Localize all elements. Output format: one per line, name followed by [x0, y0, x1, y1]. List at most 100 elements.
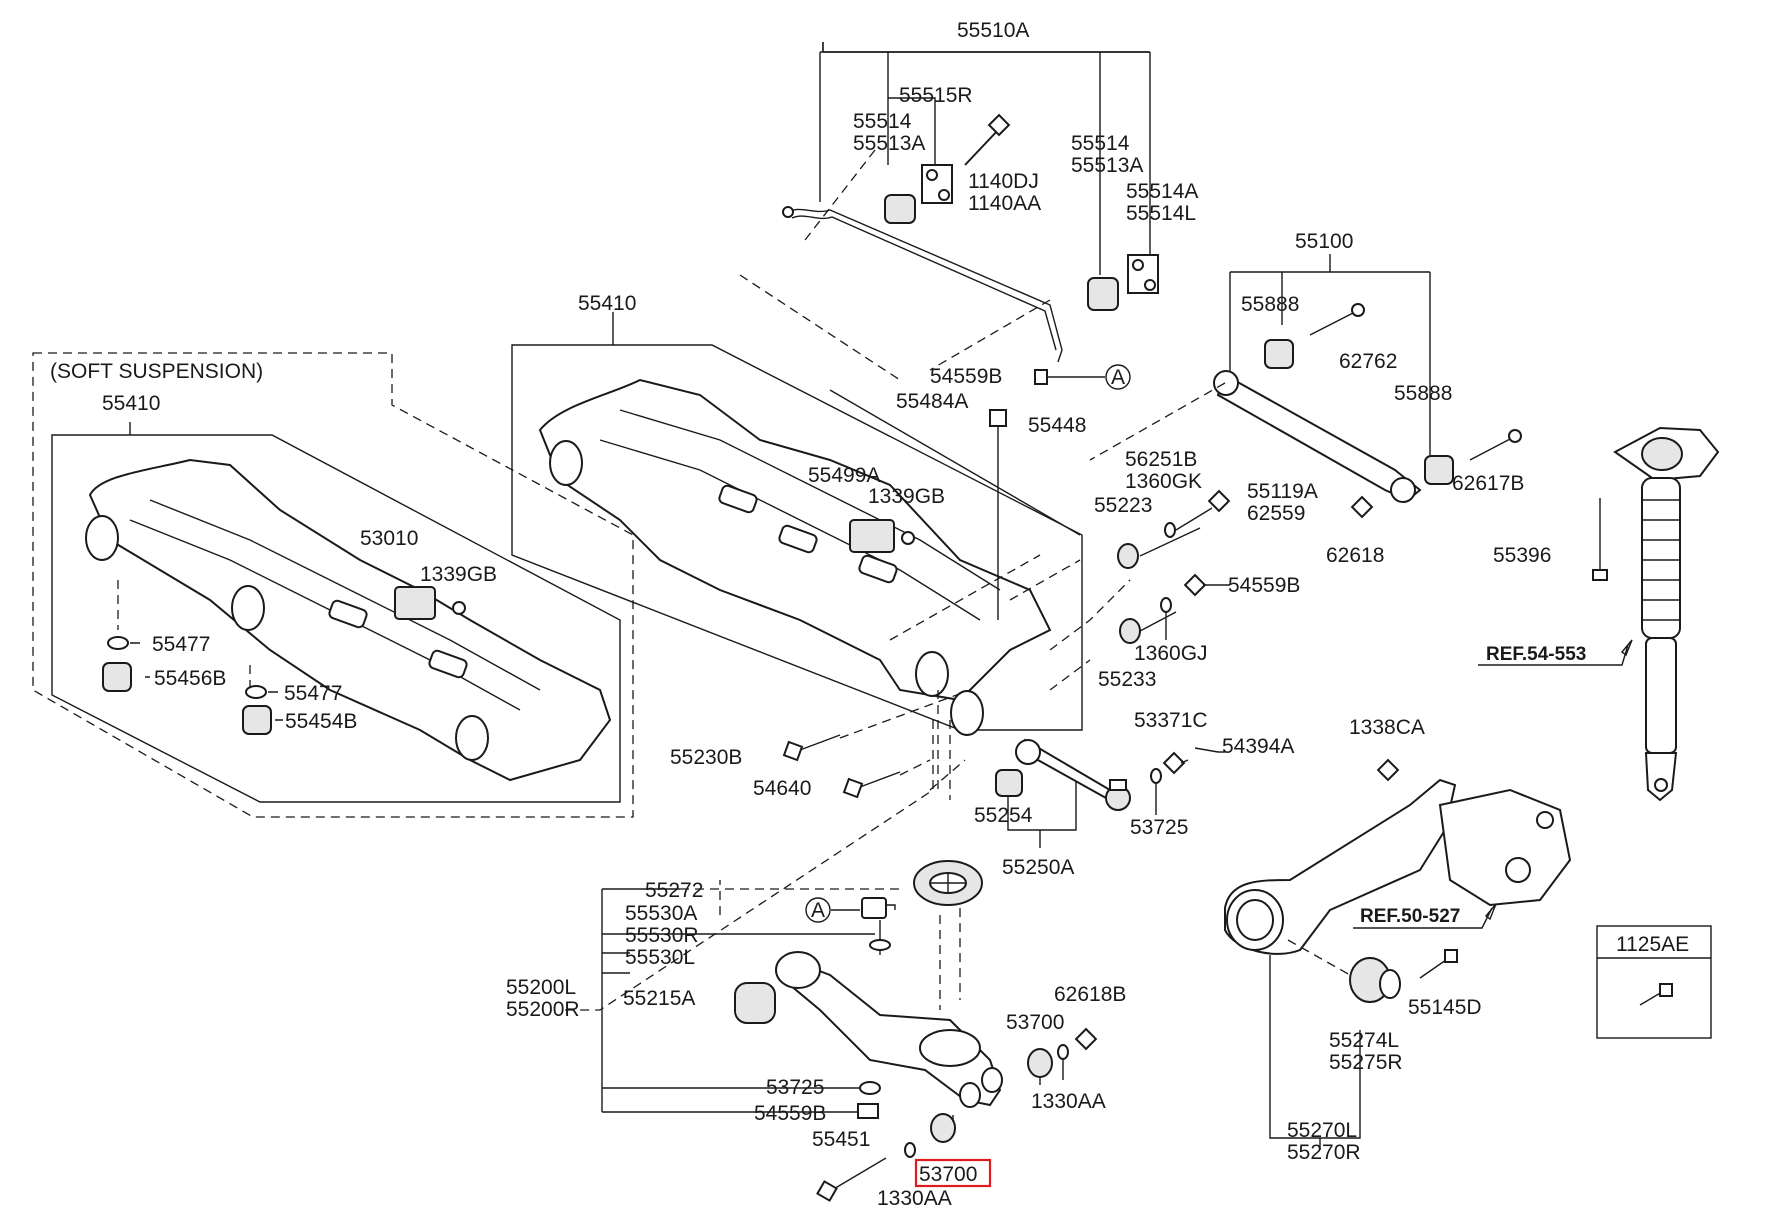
- label-55514A: 55514A: [1126, 180, 1198, 203]
- label-55477-top: 55477: [152, 633, 210, 656]
- label-55396: 55396: [1493, 544, 1551, 567]
- label-62762: 62762: [1339, 350, 1397, 373]
- shock-absorber-group: [1592, 426, 1720, 802]
- callout-a-bottom-text: A: [811, 899, 825, 922]
- inset-1125AE: [1596, 925, 1712, 1039]
- label-53700-highlighted: 53700: [919, 1163, 977, 1186]
- bolt-55448: [989, 409, 1007, 620]
- highlight-box-53700: [914, 1158, 992, 1188]
- nut-54559B-b: [1183, 573, 1207, 597]
- label-1339GB-soft: 1339GB: [420, 563, 497, 586]
- label-55514-right: 55514: [1071, 132, 1130, 155]
- label-55274L: 55274L: [1329, 1029, 1399, 1052]
- label-55145D: 55145D: [1408, 996, 1482, 1019]
- crossmember-main-group: [511, 312, 1131, 800]
- label-62618B: 62618B: [1054, 983, 1126, 1006]
- label-55514-left: 55514: [853, 110, 912, 133]
- label-1140AA: 1140AA: [968, 192, 1041, 215]
- bushing-53700-a: [1027, 1048, 1053, 1078]
- label-1125AE: 1125AE: [1616, 933, 1689, 956]
- label-53725-top: 53725: [1130, 816, 1188, 839]
- label-55888-top: 55888: [1241, 293, 1299, 316]
- upper-arm-group: [1089, 254, 1522, 519]
- label-55223: 55223: [1094, 494, 1152, 517]
- label-1330AA-top: 1330AA: [1031, 1090, 1106, 1113]
- bushing-55456B: [102, 662, 132, 692]
- knuckle: [1438, 788, 1572, 907]
- bushing-55254: [995, 769, 1023, 797]
- bushing-55888-b: [1424, 455, 1454, 485]
- label-56251B: 56251B: [1125, 448, 1197, 471]
- lower-arm-group: A: [601, 860, 1098, 1202]
- bolt-55230B: [782, 734, 841, 762]
- label-55410-soft: 55410: [102, 392, 160, 415]
- stabilizer-bar: [787, 208, 1063, 363]
- bolt-54640: [842, 771, 901, 799]
- stabilizer-link-fastener: [1034, 369, 1105, 385]
- label-55451: 55451: [812, 1128, 870, 1151]
- label-62559: 62559: [1247, 502, 1305, 525]
- callout-a-bottom: A: [805, 897, 860, 923]
- washer-55477-a: [107, 636, 129, 650]
- soft-suspension-group: (SOFT SUSPENSION): [32, 352, 634, 818]
- bushing-55454B: [242, 705, 272, 735]
- label-55477-bottom: 55477: [284, 682, 342, 705]
- nut-53371C: [1162, 751, 1186, 775]
- label-55456B: 55456B: [154, 667, 226, 690]
- label-55513A-left: 55513A: [853, 132, 925, 155]
- spring-seat-55272: [913, 860, 983, 906]
- label-55484A: 55484A: [896, 390, 968, 413]
- label-53725-bottom: 53725: [766, 1076, 824, 1099]
- label-54559B-mid: 54559B: [1228, 574, 1300, 597]
- stabilizer-bushing-right: [1087, 254, 1159, 311]
- label-54559B-top: 54559B: [930, 365, 1002, 388]
- bushing-55274L: [1349, 957, 1401, 1003]
- nut-55119A: [1207, 489, 1231, 513]
- washer-53725-b: [859, 1081, 881, 1095]
- part-labels: 55510A 55515R 55514 55513A 1140DJ 1140AA…: [102, 19, 1689, 1210]
- stabilizer-bar-group: A: [739, 42, 1159, 390]
- label-55272: 55272: [645, 879, 703, 902]
- label-1360GJ: 1360GJ: [1134, 642, 1208, 665]
- label-55515R: 55515R: [899, 84, 973, 107]
- label-55270L: 55270L: [1287, 1119, 1357, 1142]
- reference-50-527: REF.50-527: [1360, 906, 1460, 927]
- rod-55484A: [829, 389, 1081, 536]
- bushing-55233: [1119, 618, 1141, 644]
- label-55530R: 55530R: [625, 924, 699, 947]
- label-55250A: 55250A: [1002, 856, 1074, 879]
- shock-absorber: [1641, 477, 1681, 802]
- label-55454B: 55454B: [285, 710, 357, 733]
- bolt-1140DJ: [964, 113, 1011, 166]
- callout-a-top: A: [1105, 364, 1131, 390]
- bushing-53700-b: [930, 1113, 956, 1143]
- label-1360GK: 1360GK: [1125, 470, 1202, 493]
- label-55254: 55254: [974, 804, 1033, 827]
- washer-1360GJ: [1160, 597, 1172, 613]
- stabilizer-bushing-left: [884, 164, 953, 224]
- bolt-55145D: [1419, 949, 1458, 979]
- label-55270R: 55270R: [1287, 1141, 1361, 1164]
- bolt-62762: [1309, 303, 1365, 336]
- label-55530L: 55530L: [625, 946, 695, 969]
- label-55200R: 55200R: [506, 998, 580, 1021]
- nut-62618B: [1074, 1027, 1098, 1051]
- reference-labels: REF.54-553 REF.50-527: [1353, 639, 1633, 929]
- label-55230B: 55230B: [670, 746, 742, 769]
- label-62618: 62618: [1326, 544, 1384, 567]
- label-55200L: 55200L: [506, 976, 576, 999]
- reference-54-553: REF.54-553: [1486, 644, 1586, 665]
- label-55215A: 55215A: [623, 987, 695, 1010]
- crossmember-bolts: [560, 689, 971, 1011]
- label-55513A-right: 55513A: [1071, 154, 1143, 177]
- pin-54394A: [1194, 747, 1219, 753]
- label-53010: 53010: [360, 527, 418, 550]
- label-1330AA-bottom: 1330AA: [877, 1187, 952, 1210]
- mount-53010: [394, 586, 466, 620]
- screw-1125AE-icon: [1639, 983, 1673, 1006]
- label-1140DJ: 1140DJ: [968, 170, 1039, 193]
- label-62617B: 62617B: [1452, 472, 1524, 495]
- label-1338CA: 1338CA: [1349, 716, 1425, 739]
- label-55275R: 55275R: [1329, 1051, 1403, 1074]
